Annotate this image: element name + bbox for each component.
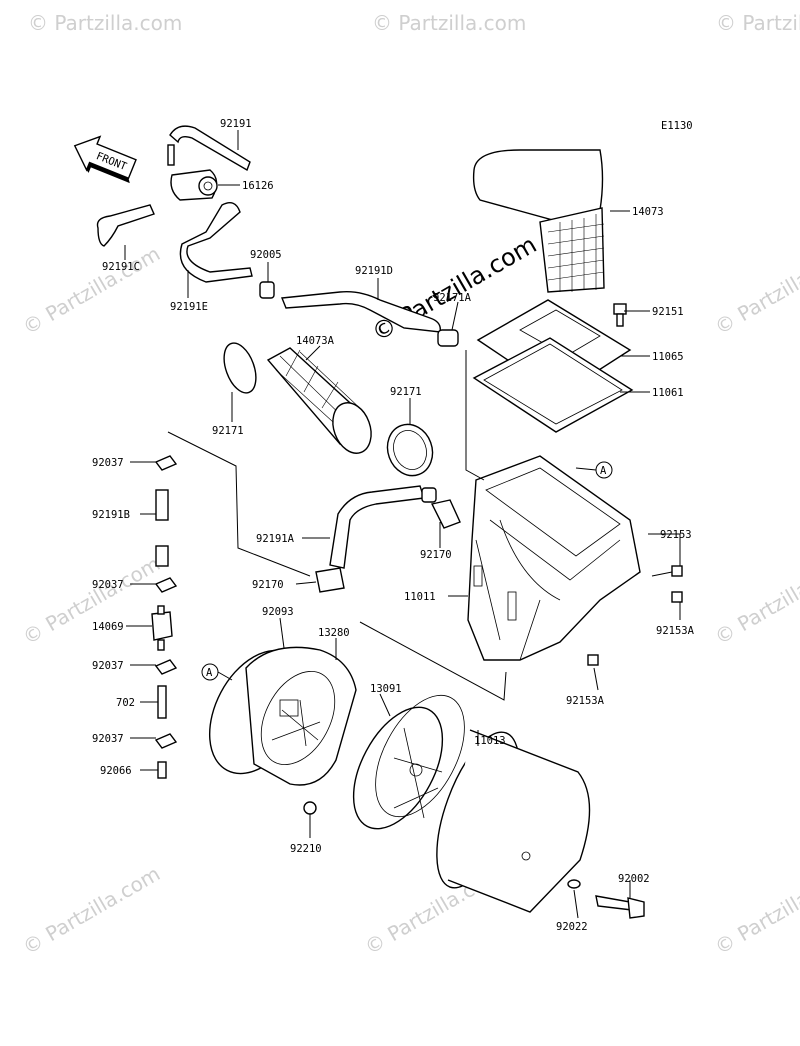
part-label-13091: 13091 (370, 683, 402, 695)
part-label-92022: 92022 (556, 921, 588, 933)
part-label-92037: 92037 (92, 457, 124, 469)
diagram-code: E1130 (661, 120, 693, 132)
part-label-92171: 92171 (390, 386, 422, 398)
part-label-92191C: 92191C (102, 261, 140, 273)
part-label-92171A: 92171A (433, 292, 472, 304)
watermark-group: © Partzilla.com © Partzilla.com © Partzi… (19, 11, 800, 959)
watermark: © Partzilla.com (711, 551, 800, 649)
part-label-92005: 92005 (250, 249, 282, 261)
ref-marker-A-left: A (201, 663, 233, 681)
watermark: © Partzilla.com (711, 241, 800, 339)
foam-11013 (436, 729, 591, 913)
part-label-92210: 92210 (290, 843, 322, 855)
front-arrow-icon: FRONT (73, 135, 137, 184)
part-label-11065: 11065 (652, 351, 684, 363)
part-label-92191E: 92191E (170, 301, 208, 313)
watermark: © Partzilla.com (19, 551, 165, 649)
part-label-92037: 92037 (92, 733, 124, 745)
bolt-92151 (613, 303, 627, 327)
part-label-92171: 92171 (212, 425, 244, 437)
part-label-92191B: 92191B (92, 509, 130, 521)
part-label-92151: 92151 (652, 306, 684, 318)
part-label-92153: 92153 (660, 529, 692, 541)
watermark: © Partzilla.com (28, 11, 182, 35)
part-label-92002: 92002 (618, 873, 650, 885)
part-label-11061: 11061 (652, 387, 684, 399)
part-label-92191A: 92191A (256, 533, 295, 545)
hose-92191A (329, 485, 461, 569)
washer-92022 (567, 879, 581, 889)
nut-92210 (303, 801, 317, 815)
part-label-14073: 14073 (632, 206, 664, 218)
watermark: © Partzilla.com (19, 861, 165, 959)
part-label-13280: 13280 (318, 627, 350, 639)
ref-marker-A-top: A (575, 461, 613, 479)
part-label-92170: 92170 (252, 579, 284, 591)
part-label-11011: 11011 (404, 591, 436, 603)
intake-duct-14073A (223, 342, 434, 477)
part-label-92191: 92191 (220, 118, 252, 130)
part-label-92153A: 92153A (656, 625, 695, 637)
element-13091 (352, 694, 465, 830)
clamp-92170 (315, 567, 345, 593)
part-label-16126: 16126 (242, 180, 274, 192)
watermark: © Partzilla.com (19, 241, 165, 339)
part-label-14073A: 14073A (296, 335, 335, 347)
bolt-92153 (587, 565, 683, 666)
housing-13280 (208, 646, 357, 786)
part-label-92037: 92037 (92, 579, 124, 591)
part-label-702: 702 (116, 697, 135, 709)
part-label-11013: 11013 (474, 735, 506, 747)
part-label-92066: 92066 (100, 765, 132, 777)
part-label-92037: 92037 (92, 660, 124, 672)
gasket-11061 (472, 337, 634, 433)
bolt-92002 (595, 895, 645, 919)
part-label-92191D: 92191D (355, 265, 393, 277)
watermark: © Partzilla.com (372, 11, 526, 35)
ref-A-label: A (206, 667, 213, 679)
part-label-92170: 92170 (420, 549, 452, 561)
part-label-92153A: 92153A (566, 695, 605, 707)
leader-lines (124, 130, 681, 919)
watermark: © Partzilla.com (716, 11, 800, 35)
small-parts-column (151, 431, 311, 779)
filter-cover-14073 (472, 149, 605, 293)
watermark: © Partzilla.com (711, 861, 800, 959)
ref-A-label: A (600, 465, 607, 477)
upper-hoses (96, 125, 459, 347)
part-labels: 92191 16126 92191C 92191E 92005 92191D 9… (92, 118, 695, 933)
airbox-11011 (467, 455, 641, 661)
part-label-14069: 14069 (92, 621, 124, 633)
part-label-92093: 92093 (262, 606, 294, 618)
